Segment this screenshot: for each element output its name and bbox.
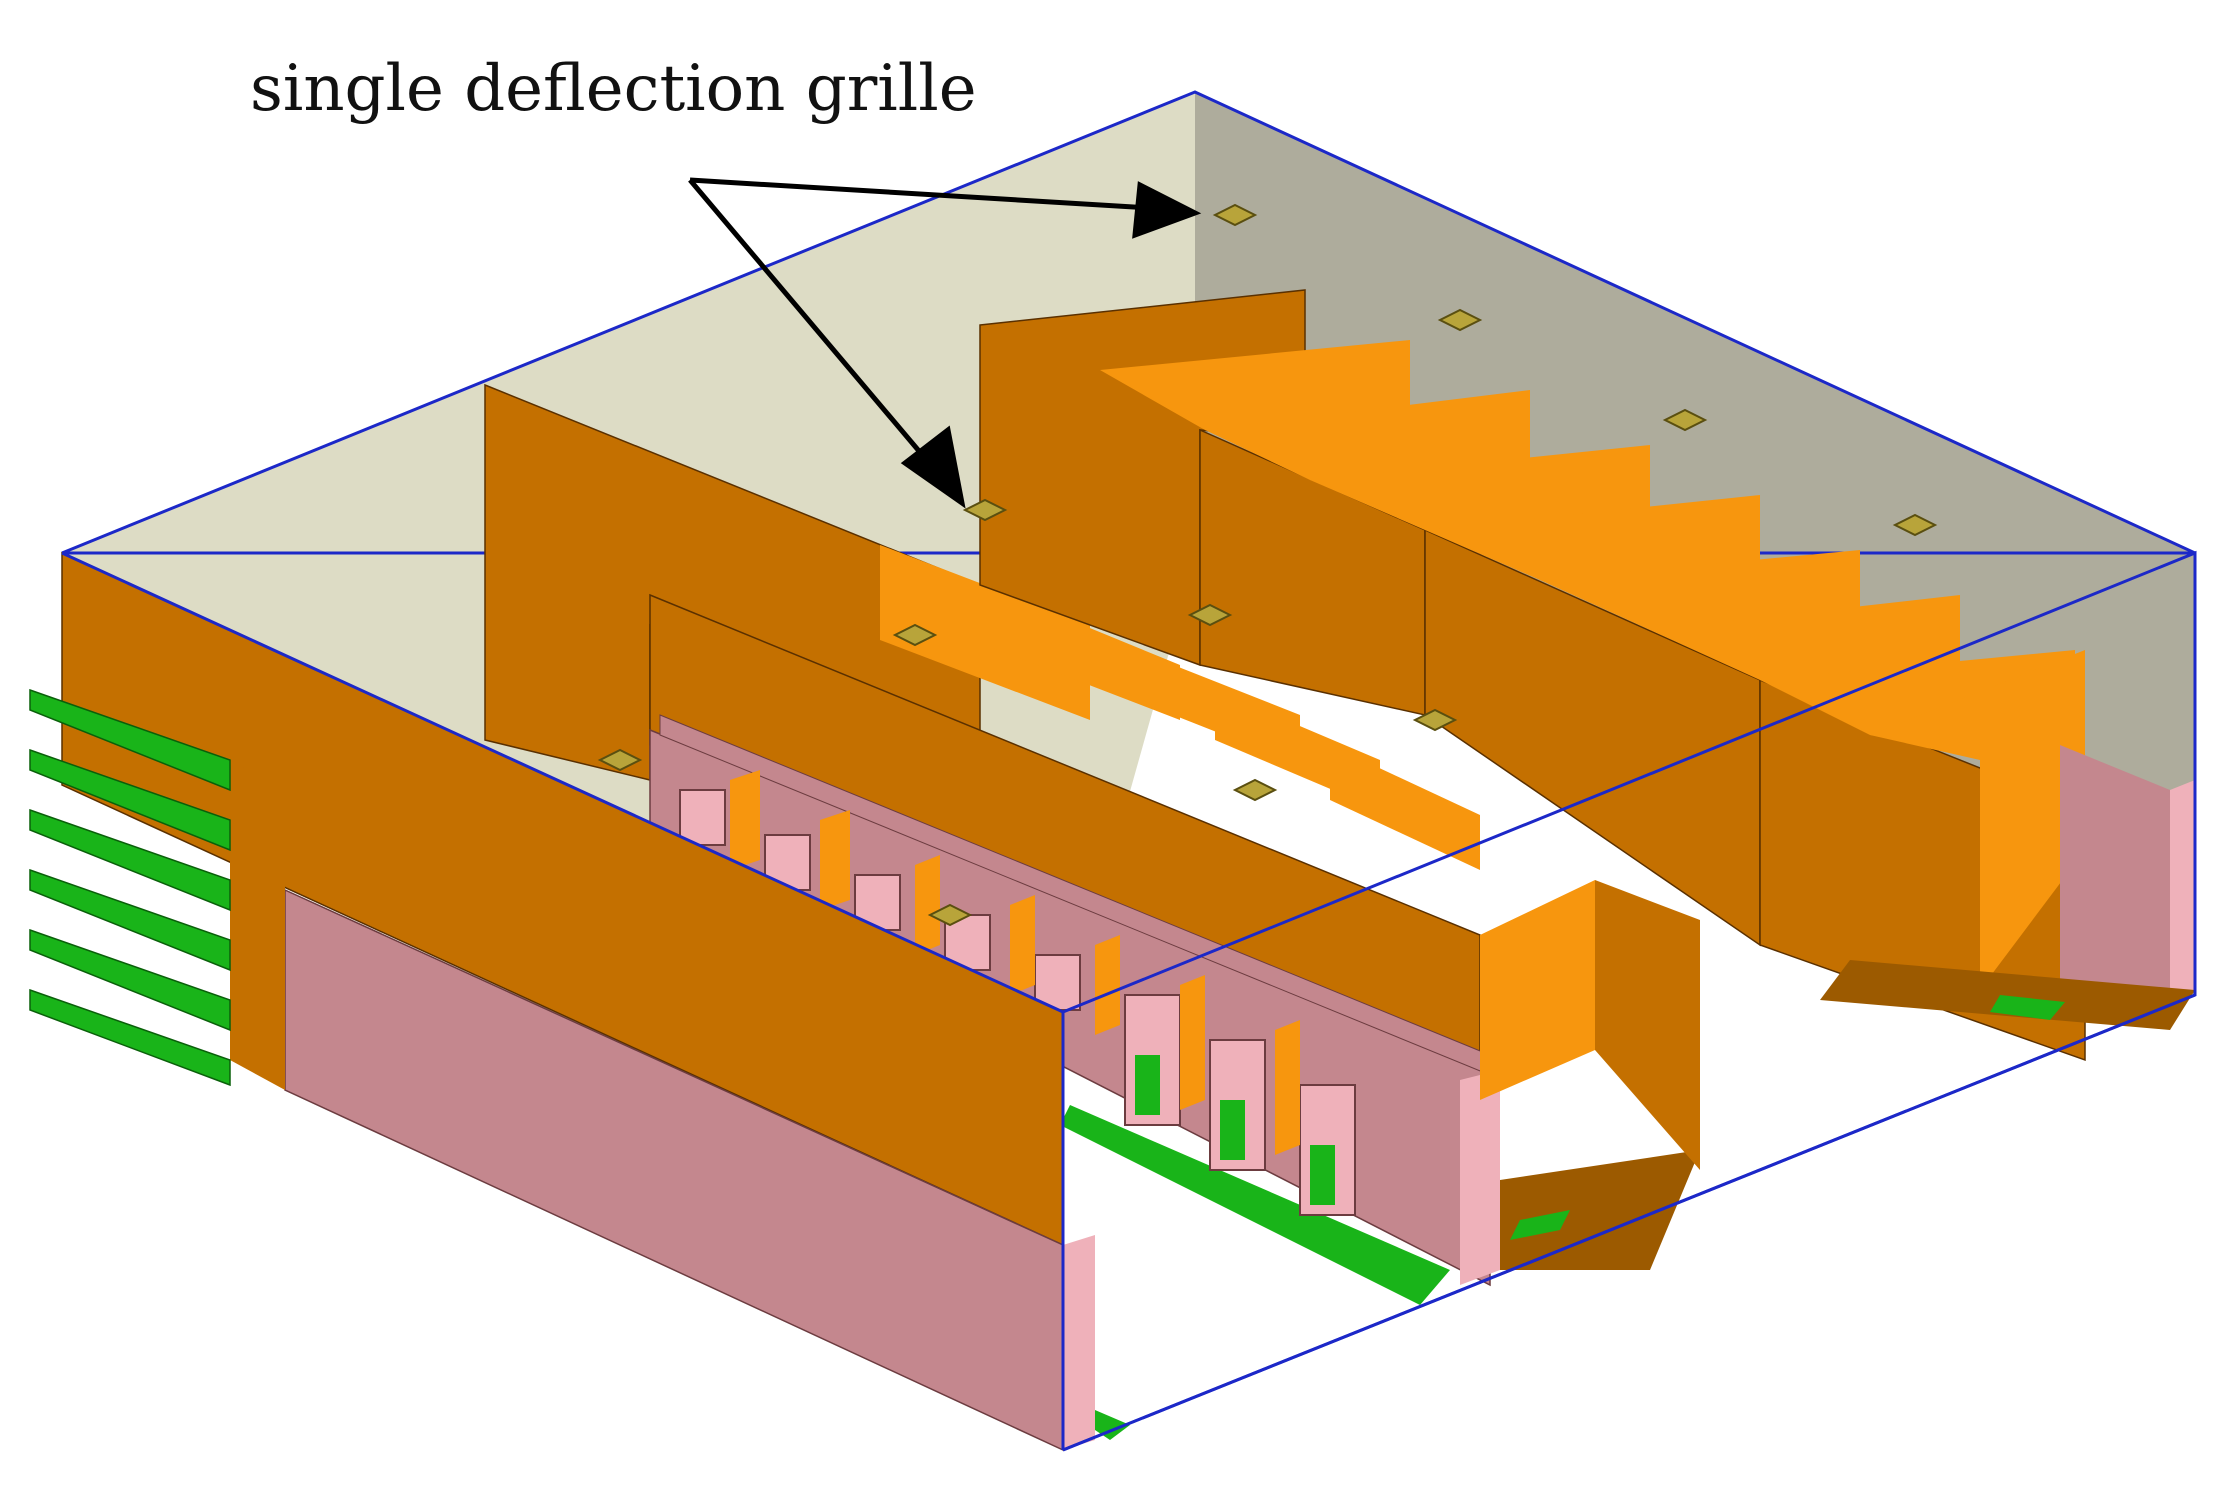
side-vent-louvres xyxy=(29,688,231,1087)
grille-icon xyxy=(1187,603,1233,627)
grille-icon xyxy=(1212,203,1258,227)
deflection-grilles xyxy=(597,203,1938,927)
front-left-wall xyxy=(61,551,1130,1452)
grille-icon xyxy=(1412,708,1458,732)
grille-icon xyxy=(1662,408,1708,432)
rack-green-doors xyxy=(1135,1055,1335,1205)
rack-separators xyxy=(730,770,1300,1155)
right-rack-walls xyxy=(979,289,2195,1062)
grille-icon xyxy=(892,623,938,647)
middle-partition-wall xyxy=(649,545,1481,1082)
grille-icon xyxy=(1232,778,1278,802)
grille-icon xyxy=(597,748,643,772)
inner-rack-row xyxy=(649,714,1700,1305)
grille-icon xyxy=(962,498,1008,522)
room-outline xyxy=(61,550,2197,1452)
grille-icon xyxy=(927,903,973,927)
grille-icon xyxy=(1892,513,1938,537)
annotation-label: single deflection grille xyxy=(250,52,977,126)
grille-icon xyxy=(1437,308,1483,332)
pointer-arrow-icon xyxy=(688,177,1202,509)
